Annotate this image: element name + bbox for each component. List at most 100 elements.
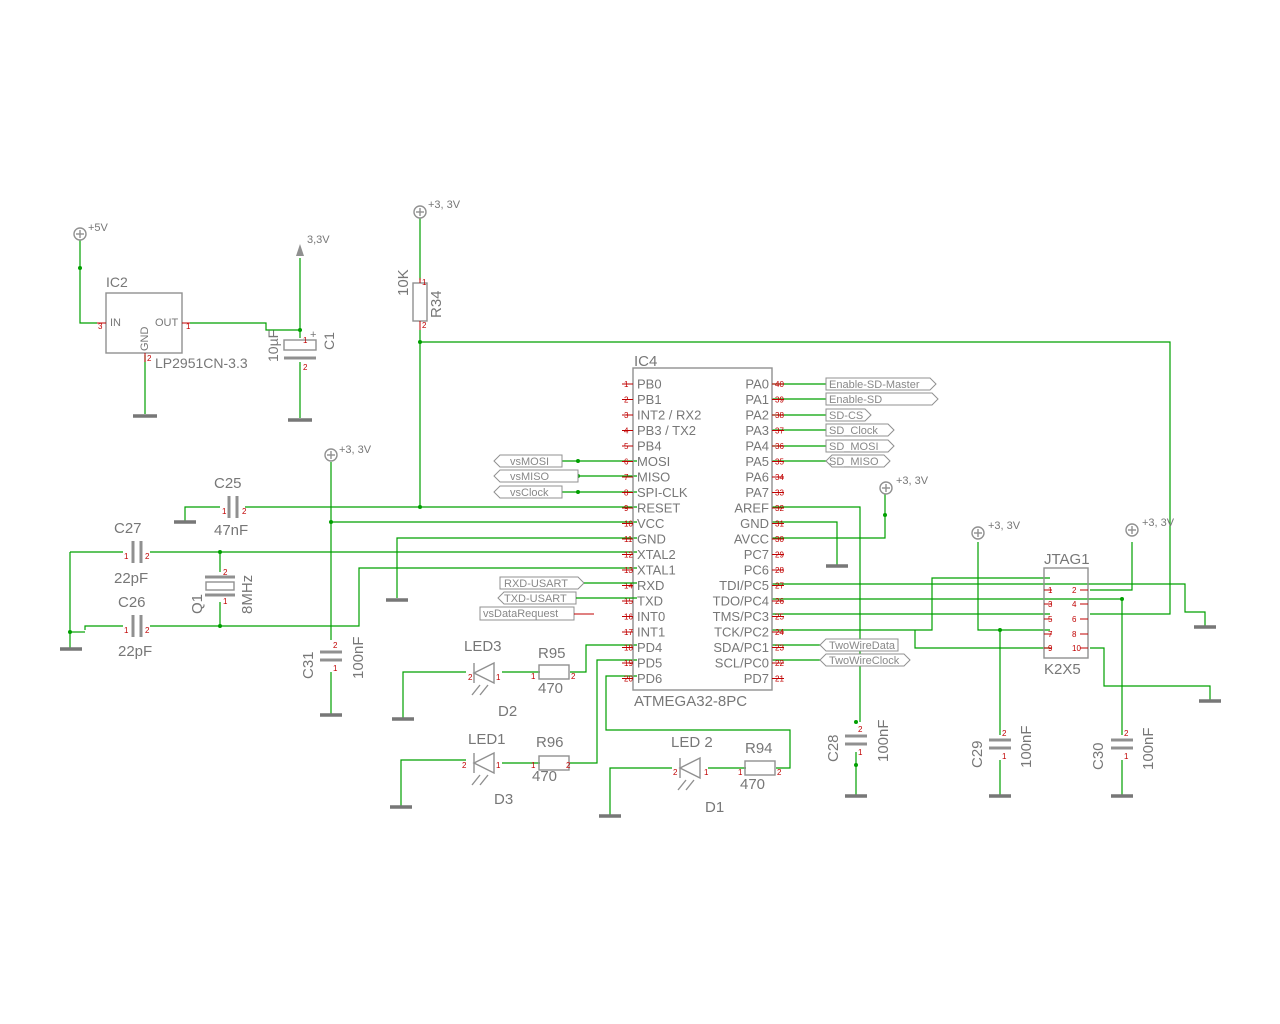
net-flag-vsmosi bbox=[493, 454, 563, 468]
ic4-pin-label: INT1 bbox=[637, 625, 665, 640]
c25-value: 47nF bbox=[214, 522, 248, 539]
pin-num: 1 bbox=[422, 278, 427, 287]
net-label: SD_Clock bbox=[829, 425, 878, 437]
plus-icon: + bbox=[310, 329, 316, 341]
power-label: +3, 3V bbox=[896, 475, 929, 487]
pin-num: 2 bbox=[333, 641, 338, 650]
net-label: SD_MOSI bbox=[829, 441, 879, 453]
pin-num: 2 bbox=[242, 507, 247, 516]
pin-num: 1 bbox=[738, 768, 743, 777]
junction bbox=[883, 513, 887, 517]
pin-num: 1 bbox=[531, 672, 536, 681]
ic4-pin-number: 28 bbox=[775, 566, 784, 575]
led1-name: LED1 bbox=[468, 731, 506, 748]
c28-capacitor: 2 1 C28 100nF bbox=[825, 719, 892, 762]
ic4-pin-label: PA0 bbox=[745, 377, 769, 392]
ic2-pin-num: 2 bbox=[147, 354, 152, 363]
pin-num: 2 bbox=[1124, 729, 1129, 738]
c1-plate bbox=[283, 339, 317, 351]
ic4-pin-label: PB3 / TX2 bbox=[637, 423, 696, 438]
power-symbol-icon bbox=[413, 205, 427, 219]
r95-value: 470 bbox=[538, 680, 563, 697]
ic4-pin-label: GND bbox=[637, 532, 666, 547]
power-symbol-icon bbox=[879, 481, 893, 495]
pin-num: 1 bbox=[222, 507, 227, 516]
power-5v: +5V bbox=[73, 222, 109, 241]
pin-num: 1 bbox=[496, 761, 501, 770]
ic4-pin-number: 3 bbox=[624, 411, 629, 420]
r96-value: 470 bbox=[532, 768, 557, 785]
junction bbox=[218, 550, 222, 554]
ic4-pin-number: 14 bbox=[624, 582, 633, 591]
ic4-pin-number: 35 bbox=[775, 458, 784, 467]
ic4-name: IC4 bbox=[634, 353, 657, 370]
junction bbox=[1120, 597, 1124, 601]
ic4-pin-number: 29 bbox=[775, 551, 784, 560]
ic4-right-pins: 40PA039PA138PA237PA336PA435PA534PA633PA7… bbox=[713, 377, 785, 687]
ic2-name: IC2 bbox=[106, 274, 128, 290]
net-flag-vsmiso bbox=[493, 469, 579, 483]
net-flags-sd: Enable-SD-Master Enable-SD SD-CS SD_Cloc… bbox=[825, 377, 939, 468]
ic4-pin-label: TCK/PC2 bbox=[714, 625, 769, 640]
ic4-pin-label: INT2 / RX2 bbox=[637, 408, 701, 423]
c29-value: 100nF bbox=[1018, 725, 1035, 768]
c1-capacitor: + 1 2 C1 10µF bbox=[265, 329, 337, 372]
net-label: vsDataRequest bbox=[483, 608, 558, 620]
pin-num: 1 bbox=[496, 673, 501, 682]
led3-name: LED3 bbox=[464, 638, 502, 655]
wire-c25-gnd bbox=[184, 506, 220, 522]
ic4-pin-label: PB1 bbox=[637, 392, 662, 407]
wire-reset-jtag bbox=[420, 341, 1171, 615]
ic4-pin-number: 39 bbox=[775, 396, 784, 405]
ic4-pin-number: 7 bbox=[624, 473, 629, 482]
wire-led1-gnd bbox=[400, 759, 466, 806]
ic4-pin-label: RESET bbox=[637, 501, 680, 516]
net-label: vsClock bbox=[510, 487, 549, 499]
wire-tdi bbox=[772, 583, 1206, 626]
jtag-pin-number: 8 bbox=[1072, 630, 1077, 639]
net-flag-enable-sd bbox=[825, 392, 939, 406]
net-label: vsMOSI bbox=[510, 456, 549, 468]
ic4-pin-label: INT0 bbox=[637, 609, 665, 624]
jtag-pin-number: 1 bbox=[1048, 586, 1053, 595]
pin-num: 1 bbox=[124, 626, 129, 635]
led2-d1: 2 1 LED 2 D1 bbox=[671, 734, 724, 816]
ic4-pin-number: 15 bbox=[624, 597, 633, 606]
c26-value: 22pF bbox=[118, 643, 152, 660]
wire-led3-gnd bbox=[402, 671, 466, 718]
pin-num: 1 bbox=[303, 336, 308, 345]
c31-name: C31 bbox=[300, 651, 317, 679]
c28-value: 100nF bbox=[875, 719, 892, 762]
ic4-pin-label: VCC bbox=[637, 516, 664, 531]
ic4-pin-label: PC7 bbox=[744, 547, 769, 562]
net-flags-twi: TwoWireData TwoWireClock bbox=[819, 638, 911, 667]
led-icon bbox=[472, 661, 495, 685]
wire-led2-gnd bbox=[609, 767, 672, 815]
ic4-pin-number: 13 bbox=[624, 566, 633, 575]
r95-name: R95 bbox=[538, 645, 566, 662]
net-flag-sd-clock bbox=[825, 423, 895, 437]
pin-num: 2 bbox=[566, 761, 571, 770]
ic4-pin-label: PA4 bbox=[745, 439, 769, 454]
ic4-pin-number: 25 bbox=[775, 613, 784, 622]
pin-num: 1 bbox=[531, 761, 536, 770]
net-label: Enable-SD-Master bbox=[829, 379, 920, 391]
ic4-pin-label: PC6 bbox=[744, 563, 769, 578]
c26-capacitor: 1 2 C26 22pF bbox=[118, 594, 152, 660]
power-symbol-icon bbox=[324, 448, 338, 462]
wire-xtal1 bbox=[150, 567, 637, 627]
pin-num: 1 bbox=[858, 748, 863, 757]
ic4-pin-label: PB0 bbox=[637, 377, 662, 392]
net-flags-usart: RXD-USART TXD-USART vsDataRequest bbox=[479, 576, 637, 621]
ic4-pin-label: XTAL2 bbox=[637, 547, 676, 562]
wire-r95-pd4 bbox=[570, 644, 637, 673]
c1-name: C1 bbox=[321, 332, 337, 350]
ic4-pin-label: TMS/PC3 bbox=[713, 609, 769, 624]
ic2-pin-out: OUT bbox=[155, 317, 179, 329]
junction bbox=[329, 520, 333, 524]
wire-r94-pd6 bbox=[605, 675, 791, 769]
c31-capacitor: 2 1 C31 100nF bbox=[300, 636, 367, 679]
jtag-pin-number: 4 bbox=[1072, 600, 1077, 609]
